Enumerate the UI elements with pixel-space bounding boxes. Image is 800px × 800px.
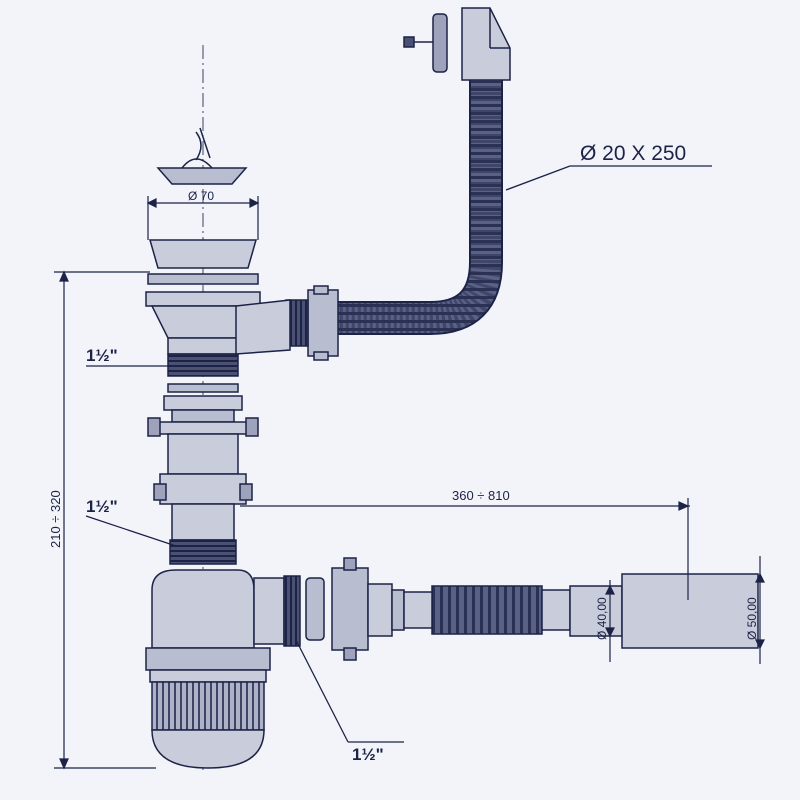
outlet-nut bbox=[331, 567, 369, 651]
thread-middle-label: 1½" bbox=[86, 497, 118, 516]
diameter-70-dimension bbox=[146, 196, 260, 240]
bottle-trap bbox=[145, 569, 301, 769]
strainer-plug bbox=[156, 127, 248, 185]
height-dimension bbox=[54, 270, 156, 770]
length-range-label: 360 ÷ 810 bbox=[452, 488, 510, 503]
outlet-assembly bbox=[305, 557, 435, 661]
length-dimension bbox=[240, 498, 690, 600]
diameter-70-label: Ø 70 bbox=[188, 189, 214, 203]
overflow-cover bbox=[432, 13, 448, 73]
outlet-pipe-end bbox=[541, 573, 759, 649]
middle-coupling bbox=[147, 383, 259, 565]
outlet-inner-diameter-label: Ø 40,00 bbox=[595, 597, 609, 640]
overflow-hose bbox=[335, 80, 503, 335]
outlet-washer bbox=[305, 577, 325, 641]
thread-lower-label: 1½" bbox=[352, 745, 384, 764]
overflow-fitting bbox=[403, 7, 511, 81]
thread-lower-leader bbox=[295, 639, 349, 743]
height-range-label: 210 ÷ 320 bbox=[48, 490, 63, 548]
hose-size-label: Ø 20 X 250 bbox=[580, 142, 686, 165]
hose-leader bbox=[505, 165, 571, 191]
thread-middle-leader bbox=[85, 515, 177, 547]
outlet-outer-diameter-label: Ø 50,00 bbox=[745, 597, 759, 640]
overflow-body bbox=[461, 7, 511, 81]
flexible-corrugated-pipe bbox=[431, 585, 543, 635]
thread-upper-label: 1½" bbox=[86, 346, 118, 365]
hose-nut bbox=[285, 285, 339, 361]
strainer-body bbox=[145, 239, 291, 377]
outlet-diameter-dimensions bbox=[605, 556, 765, 664]
outlet-sleeve bbox=[621, 573, 759, 649]
